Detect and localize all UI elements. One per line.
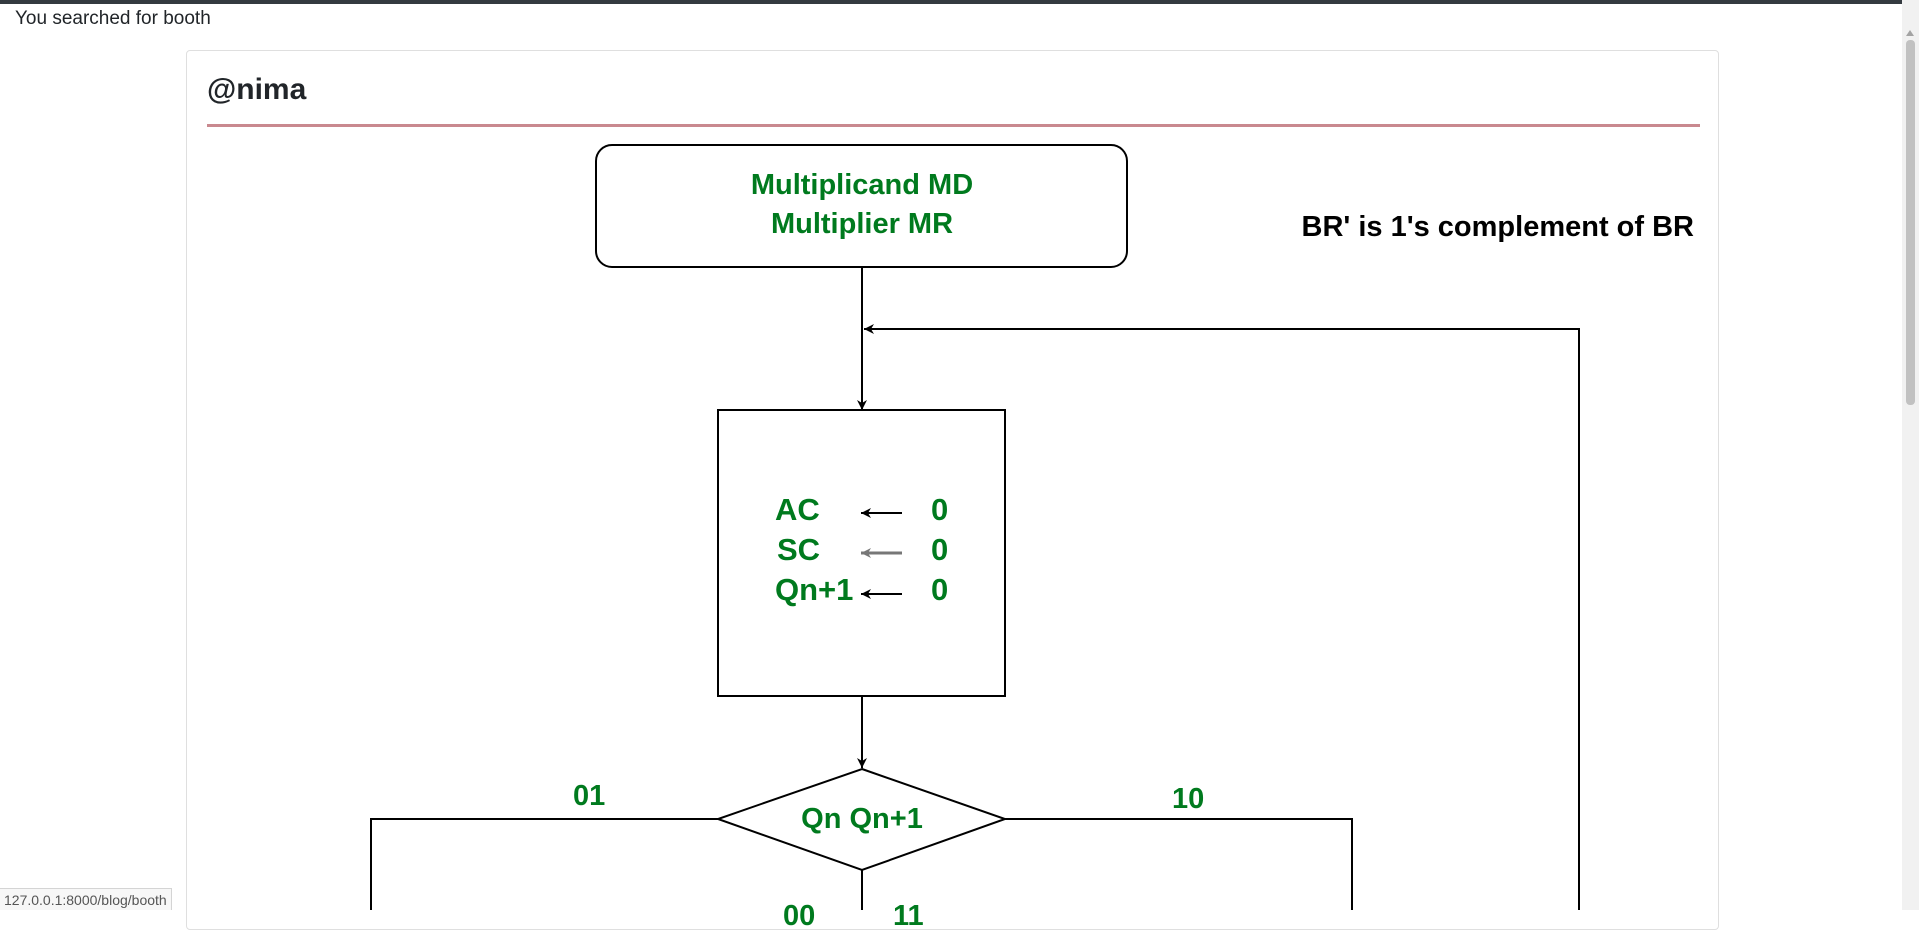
init-qn1-label: Qn+1 [775,572,853,607]
scroll-up-arrow-icon[interactable] [1906,30,1914,36]
top-bar [0,0,1919,4]
branch-left-line [370,818,718,910]
init-sc-label: SC [777,532,820,567]
scrollbar-thumb[interactable] [1906,40,1915,405]
complement-note: BR' is 1's complement of BR [1302,211,1695,243]
search-result-message: You searched for booth [15,8,211,29]
decision-label: Qn Qn+1 [801,803,923,835]
start-box [595,144,1128,268]
loop-back-line [864,324,1580,910]
init-ac-label: AC [775,492,820,527]
booth-flowchart-image: Multiplicand MD Multiplier MR BR' is 1's… [370,144,1695,930]
status-bar-url: 127.0.0.1:8000/blog/booth [0,888,172,910]
init-qn1-value: 0 [931,572,948,607]
vertical-scrollbar[interactable] [1902,0,1919,910]
start-line2: Multiplier MR [771,208,953,240]
branch-right-line [1005,818,1353,910]
title-divider [207,124,1700,127]
init-ac-value: 0 [931,492,948,527]
branch-left-label: 01 [573,780,605,812]
branch-right-label: 10 [1172,783,1204,815]
post-author[interactable]: @nima [207,73,307,106]
init-sc-value: 0 [931,532,948,567]
start-line1: Multiplicand MD [751,169,973,201]
branch-bottom-left-label: 00 [783,900,815,930]
branch-bottom-right-label: 11 [893,900,924,930]
